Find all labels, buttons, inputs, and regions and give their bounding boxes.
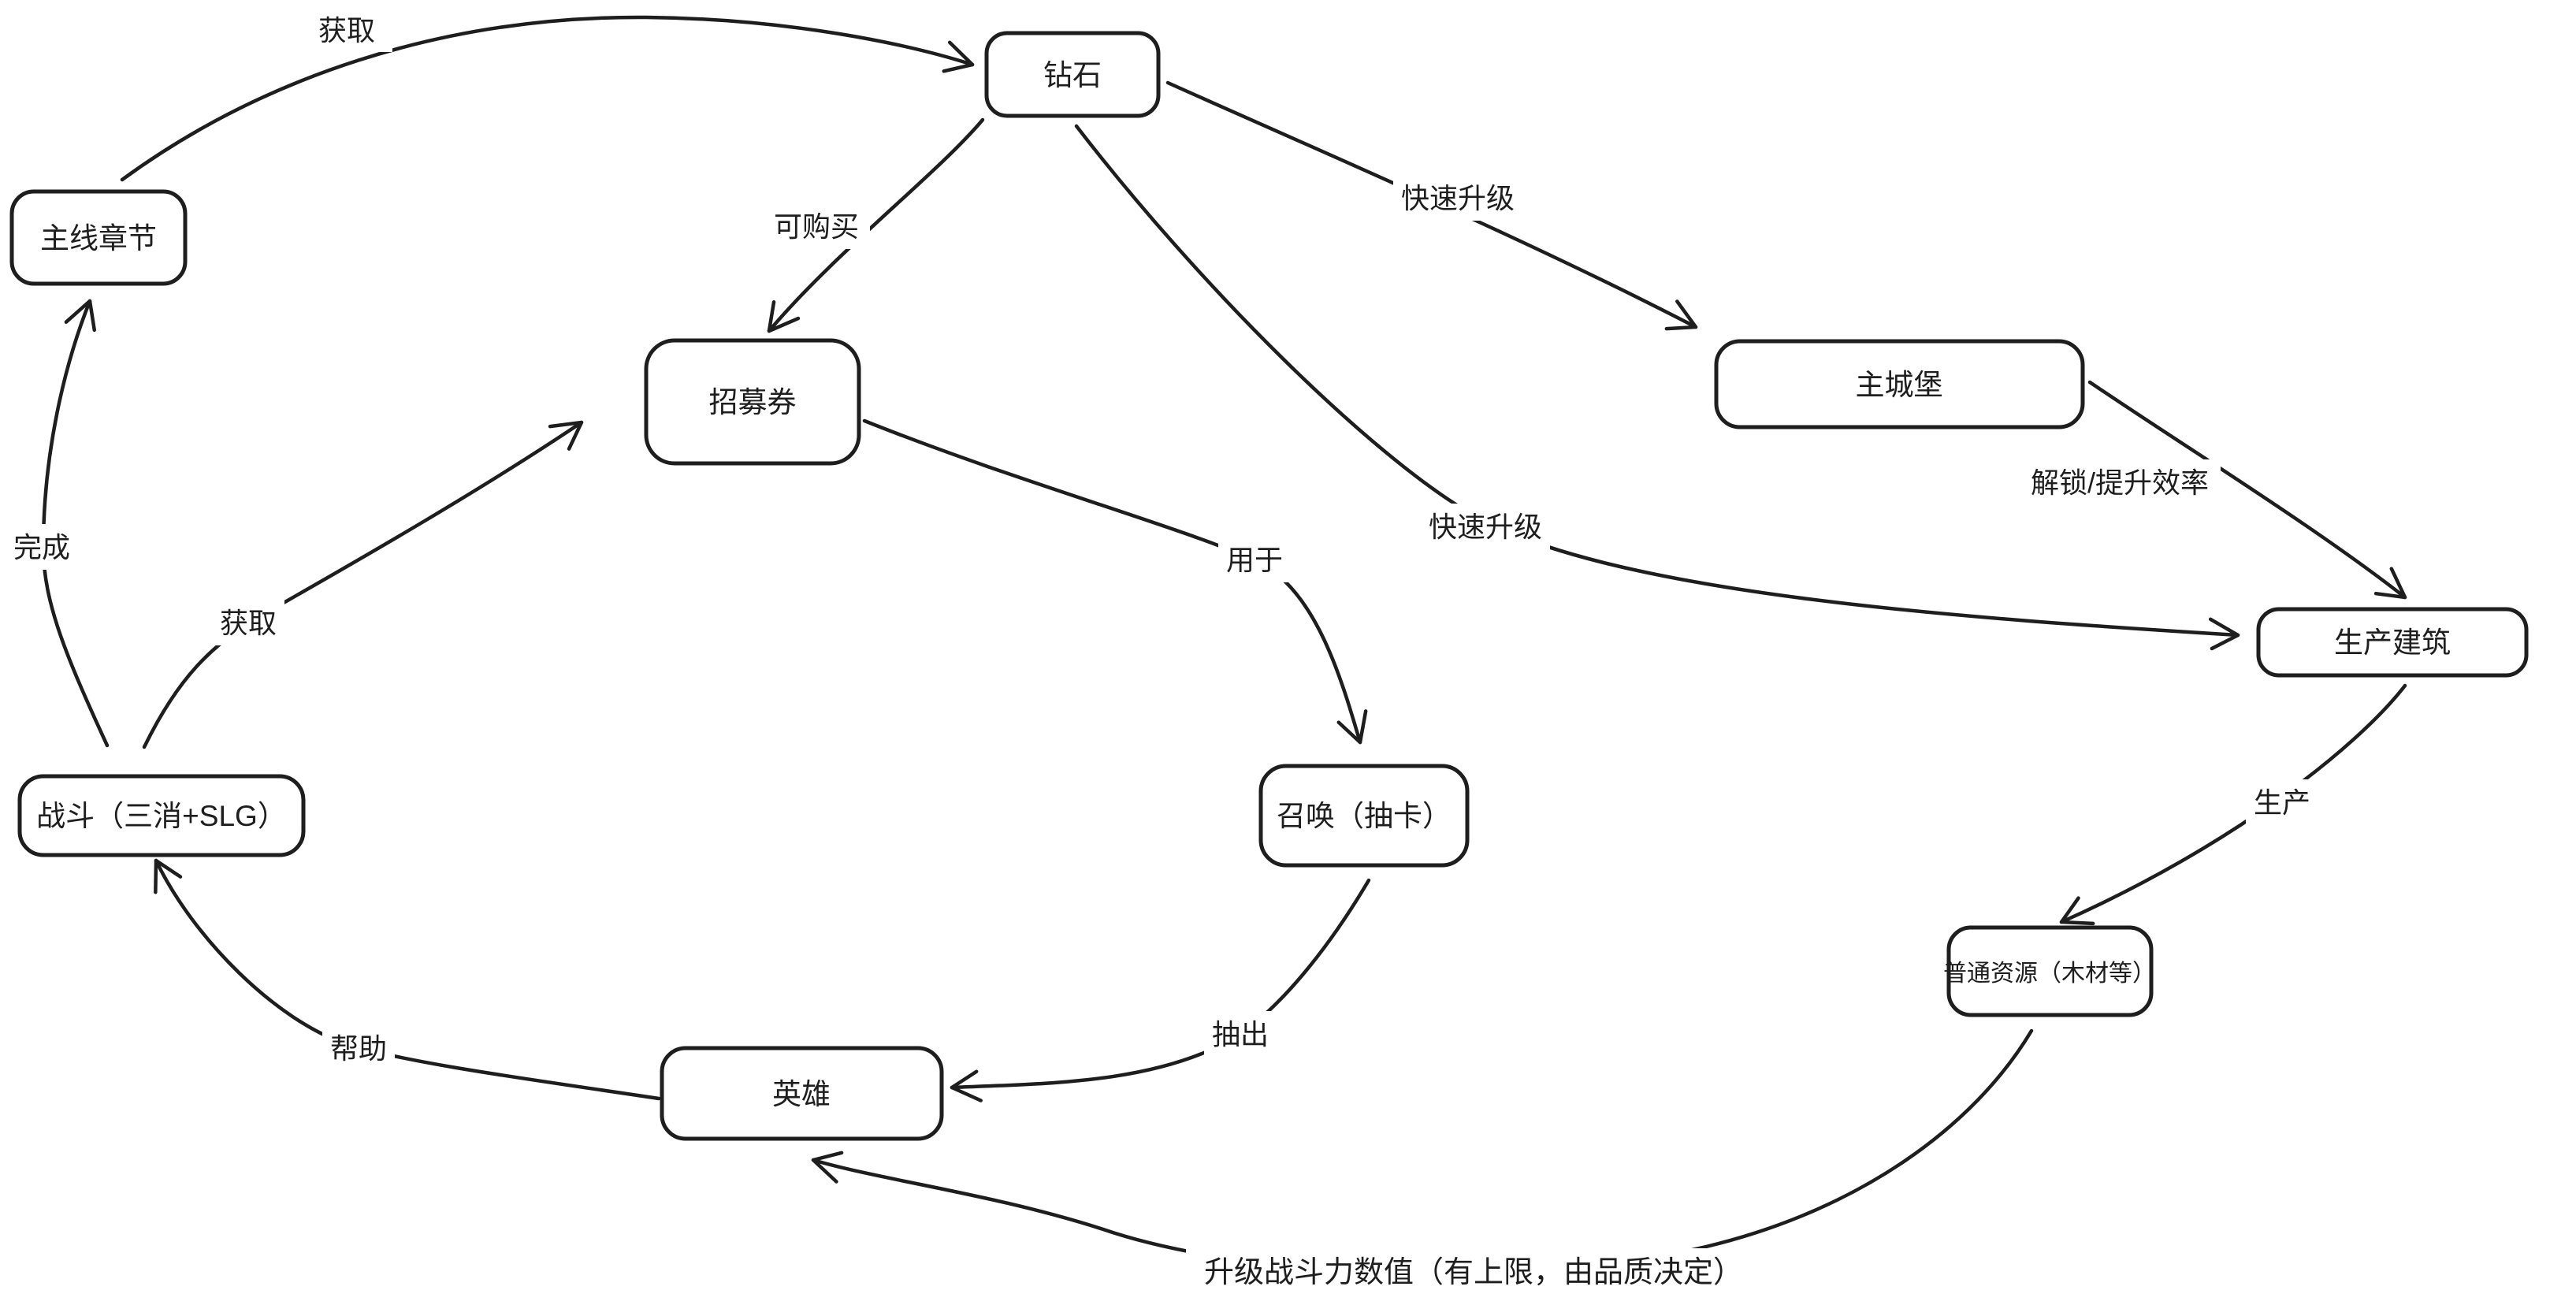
edge-label-text: 获取 (318, 14, 375, 46)
node-label: 英雄 (772, 1078, 831, 1110)
node-label: 生产建筑 (2334, 626, 2451, 659)
node-label: 主城堡 (1856, 369, 1943, 401)
edge-label-bg (212, 600, 284, 645)
edge-battle-to-ticket (142, 420, 584, 749)
edge-diamond-to-ticket (767, 117, 985, 333)
edge-production-to-resources (2059, 683, 2407, 926)
edge-label-text: 解锁/提升效率 (2031, 467, 2209, 499)
edge-label-bg (322, 1025, 395, 1071)
edges-layer (41, 15, 2407, 1277)
node-diamond: 钻石 (984, 31, 1161, 118)
node-box (660, 1046, 944, 1141)
edge-label-help: 帮助 (322, 1025, 395, 1071)
node-label: 招募券 (709, 386, 797, 418)
edge-label-upgrade-power: 升级战斗力数值（有上限，由品质决定） (1186, 1248, 1761, 1297)
edge-castle-to-production (2087, 380, 2407, 600)
node-box (2256, 607, 2529, 678)
node-box (9, 189, 188, 286)
edge-label-produce: 生产 (2246, 779, 2318, 825)
edge-chapter-to-diamond (120, 15, 975, 182)
node-recruit-ticket: 招募券 (644, 338, 861, 466)
edge-label-text: 快速升级 (1401, 182, 1515, 214)
edge-label-text: 升级战斗力数值（有上限，由品质决定） (1204, 1256, 1743, 1289)
edge-summon-to-hero (950, 878, 1371, 1102)
node-hero: 英雄 (660, 1046, 944, 1141)
edge-battle-to-chapter (41, 299, 110, 748)
nodes-layer: 主线章节 钻石 招募券 主城堡 生产建筑 战斗（三消+SLG） (9, 31, 2529, 1141)
node-box (1714, 339, 2085, 429)
edge-label-bg (1186, 1248, 1761, 1297)
node-common-resources: 普通资源（木材等） (1943, 925, 2156, 1017)
node-main-chapter: 主线章节 (9, 189, 188, 286)
edge-label-draw-out: 抽出 (1204, 1011, 1277, 1057)
edge-label-bg (1393, 175, 1522, 221)
edge-label-text: 快速升级 (1429, 511, 1542, 543)
node-box (1258, 764, 1470, 868)
node-label: 召唤（抽卡） (1277, 800, 1452, 832)
node-production-building: 生产建筑 (2256, 607, 2529, 678)
edge-label-bg (1204, 1011, 1277, 1057)
node-summon: 召唤（抽卡） (1258, 764, 1470, 868)
node-box (17, 774, 306, 857)
node-main-castle: 主城堡 (1714, 339, 2085, 429)
edge-label-quick-upgrade-castle: 快速升级 (1393, 175, 1522, 221)
node-label: 主线章节 (40, 222, 157, 255)
edge-label-bg (1218, 537, 1291, 582)
edge-hero-to-battle (154, 858, 661, 1101)
node-label: 普通资源（木材等） (1943, 961, 2156, 987)
edge-label-used-for: 用于 (1218, 537, 1291, 582)
edge-label-text: 抽出 (1212, 1018, 1269, 1050)
edge-label-text: 可购买 (774, 210, 859, 243)
edge-label-obtain-top: 获取 (301, 8, 392, 52)
node-box (644, 338, 861, 466)
edge-label-text: 完成 (13, 531, 70, 563)
edge-label-bg (763, 203, 870, 249)
node-battle: 战斗（三消+SLG） (17, 774, 306, 857)
edge-resources-to-hero (811, 1028, 2034, 1277)
edge-label-purchasable: 可购买 (763, 203, 870, 249)
edge-label-obtain-ticket: 获取 (212, 600, 284, 645)
edge-label-text: 获取 (220, 607, 277, 639)
edge-label-bg (301, 8, 392, 52)
edge-label-text: 帮助 (330, 1032, 387, 1065)
node-label: 钻石 (1043, 59, 1102, 91)
node-box (1946, 925, 2154, 1017)
edge-label-unlock-efficiency: 解锁/提升效率 (2019, 459, 2221, 505)
edge-label-quick-upgrade-production: 快速升级 (1421, 504, 1550, 549)
edge-label-text: 生产 (2254, 786, 2310, 819)
edge-label-complete: 完成 (6, 524, 78, 570)
edge-label-bg (1421, 504, 1550, 549)
node-label: 战斗（三消+SLG） (36, 800, 287, 832)
edge-label-bg (2019, 459, 2221, 505)
edge-label-bg (6, 524, 78, 570)
node-box (984, 31, 1161, 118)
edge-label-text: 用于 (1226, 544, 1283, 576)
edge-labels-layer: 获取 可购买 快速升级 快速升级 解锁/提升效率 生产 (6, 8, 2318, 1297)
edge-label-bg (2246, 779, 2318, 825)
